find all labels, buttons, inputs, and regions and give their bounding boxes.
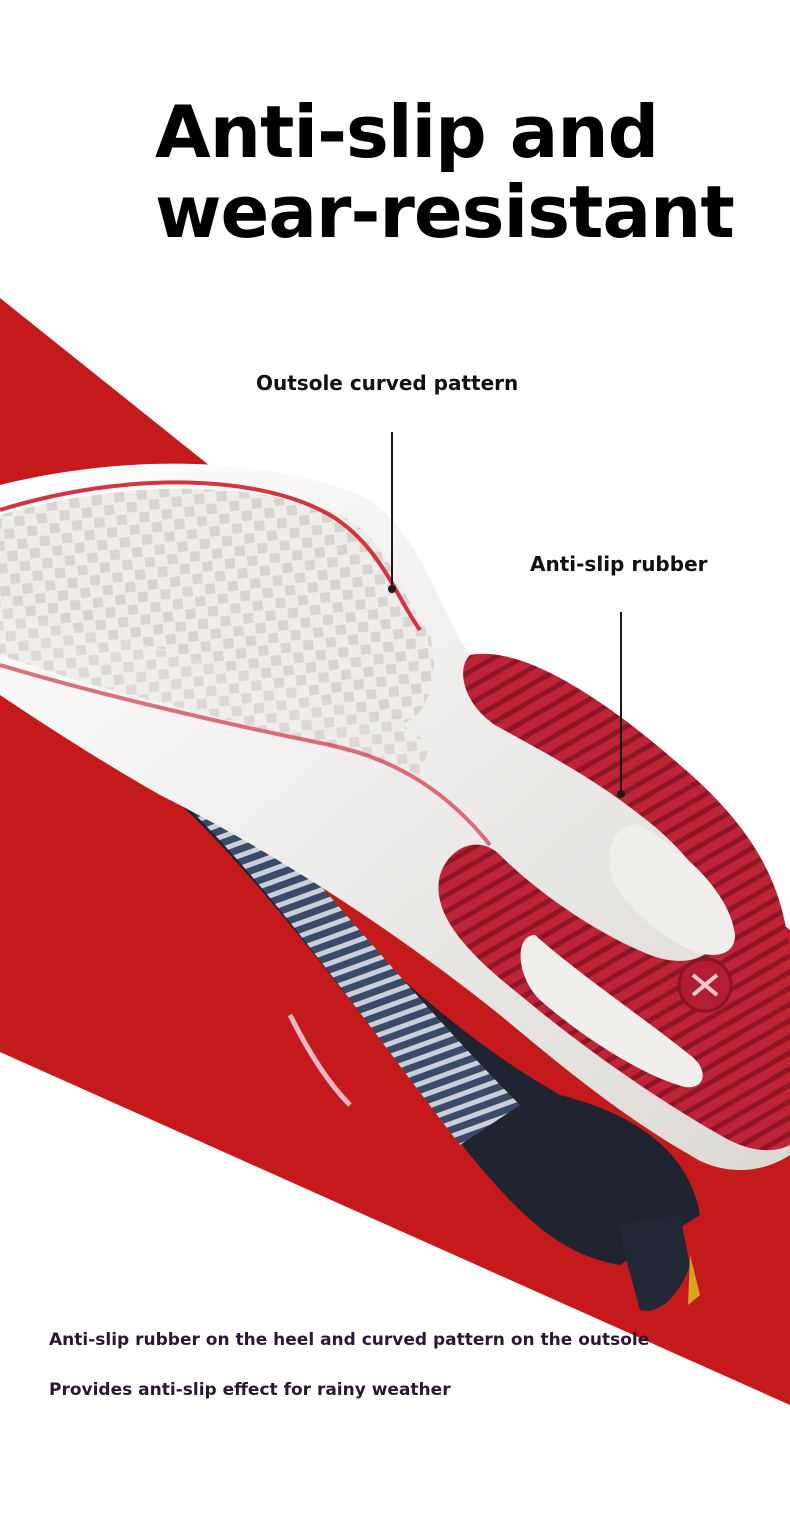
- caption-line-2: Provides anti-slip effect for rainy weat…: [49, 1380, 451, 1400]
- callout-dot-rubber: [617, 790, 625, 798]
- caption-line-1: Anti-slip rubber on the heel and curved …: [49, 1330, 650, 1350]
- callout-line-rubber: [620, 612, 622, 794]
- headline-line-2: wear-resistant: [155, 170, 735, 254]
- shoe-outsole-image: [0, 463, 790, 1311]
- callout-label-outsole: Outsole curved pattern: [256, 371, 519, 395]
- callout-line-outsole: [391, 432, 393, 588]
- headline: Anti-slip and wear-resistant: [155, 90, 735, 254]
- callout-label-rubber: Anti-slip rubber: [530, 552, 708, 576]
- callout-dot-outsole: [388, 585, 396, 593]
- headline-line-1: Anti-slip and: [155, 90, 659, 174]
